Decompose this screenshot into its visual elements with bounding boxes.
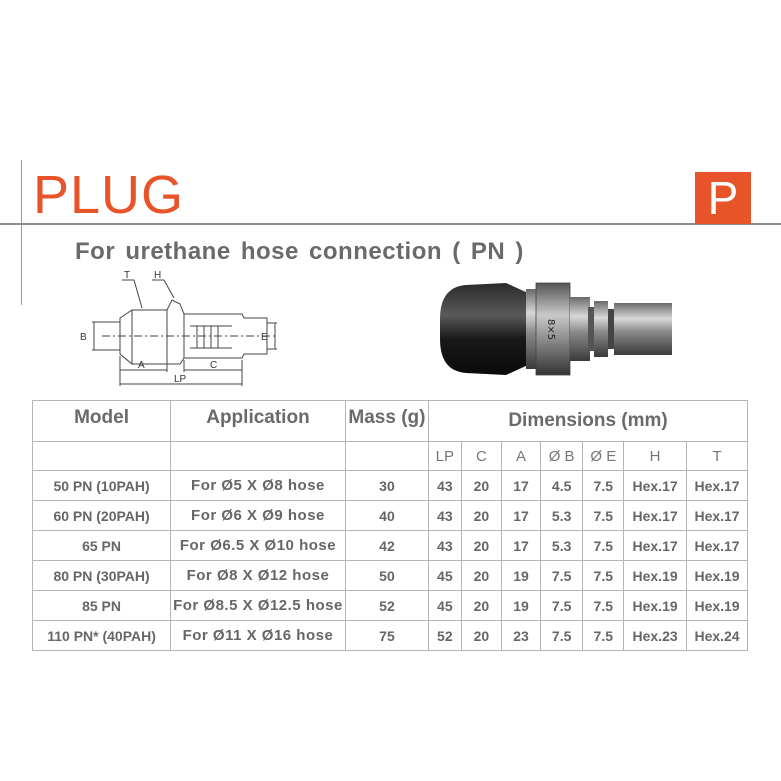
cell-h: Hex.19 (623, 560, 688, 591)
cell-a: 17 (501, 530, 541, 561)
cell-c: 20 (460, 470, 503, 501)
cell-mass: 75 (344, 620, 430, 651)
header-c: C (460, 441, 503, 471)
spec-table: Model Application Mass (g) Dimensions (m… (31, 400, 748, 651)
header-blank (170, 441, 346, 471)
header-e: Ø E (582, 441, 625, 471)
cell-t: Hex.17 (686, 470, 748, 501)
cell-h: Hex.17 (623, 500, 688, 531)
cell-lp: 45 (428, 560, 462, 591)
cell-application: For Ø11 X Ø16 hose (170, 620, 346, 651)
header-h: H (623, 441, 688, 471)
cell-mass: 50 (344, 560, 430, 591)
cell-lp: 43 (428, 470, 462, 501)
cell-application: For Ø6 X Ø9 hose (170, 500, 346, 531)
left-rule (21, 160, 22, 305)
cell-mass: 42 (344, 530, 430, 561)
cell-b: 7.5 (539, 620, 584, 651)
cell-b: 4.5 (539, 470, 584, 501)
cell-mass: 40 (344, 500, 430, 531)
cell-model: 50 PN (10PAH) (31, 470, 172, 501)
cell-t: Hex.24 (686, 620, 748, 651)
header-rule (0, 223, 781, 225)
cell-model: 60 PN (20PAH) (31, 500, 172, 531)
cell-b: 5.3 (539, 530, 584, 561)
cell-h: Hex.23 (623, 620, 688, 651)
cell-application: For Ø5 X Ø8 hose (170, 470, 346, 501)
cell-e: 7.5 (582, 590, 625, 621)
header-lp: LP (428, 441, 462, 471)
cell-application: For Ø8.5 X Ø12.5 hose (170, 590, 346, 621)
header-blank (31, 441, 172, 471)
cell-b: 7.5 (539, 560, 584, 591)
cell-lp: 43 (428, 530, 462, 561)
header-application: Application (170, 400, 346, 442)
header-b: Ø B (539, 441, 584, 471)
cell-model: 85 PN (31, 590, 172, 621)
label-a: A (138, 360, 145, 371)
plug-product-image: 8×5 (440, 282, 672, 376)
cell-lp: 43 (428, 500, 462, 531)
cell-b: 7.5 (539, 590, 584, 621)
cell-b: 5.3 (539, 500, 584, 531)
page-title: PLUG (33, 165, 185, 225)
cell-application: For Ø8 X Ø12 hose (170, 560, 346, 591)
engraving-text: 8×5 (545, 319, 556, 340)
cell-c: 20 (460, 590, 503, 621)
cell-e: 7.5 (582, 500, 625, 531)
cell-lp: 52 (428, 620, 462, 651)
cell-c: 20 (460, 500, 503, 531)
cell-model: 110 PN* (40PAH) (31, 620, 172, 651)
header-model: Model (31, 400, 172, 442)
label-h: H (154, 270, 161, 281)
cell-h: Hex.17 (623, 530, 688, 561)
cell-e: 7.5 (582, 560, 625, 591)
cell-t: Hex.19 (686, 560, 748, 591)
cell-lp: 45 (428, 590, 462, 621)
cell-mass: 52 (344, 590, 430, 621)
cell-t: Hex.17 (686, 530, 748, 561)
cell-a: 17 (501, 500, 541, 531)
cell-mass: 30 (344, 470, 430, 501)
cell-c: 20 (460, 620, 503, 651)
cell-e: 7.5 (582, 620, 625, 651)
header-dimensions: Dimensions (mm) (428, 400, 748, 442)
cell-model: 65 PN (31, 530, 172, 561)
cell-t: Hex.17 (686, 500, 748, 531)
cell-c: 20 (460, 560, 503, 591)
label-b: B (80, 332, 87, 343)
page-subtitle: For urethane hose connection ( PN ) (75, 238, 524, 265)
cell-a: 19 (501, 560, 541, 591)
cell-model: 80 PN (30PAH) (31, 560, 172, 591)
cell-h: Hex.19 (623, 590, 688, 621)
header-blank (344, 441, 430, 471)
label-lp: LP (174, 374, 187, 385)
header-t: T (686, 441, 748, 471)
label-t: T (124, 270, 130, 281)
cell-c: 20 (460, 530, 503, 561)
cell-a: 23 (501, 620, 541, 651)
cell-application: For Ø6.5 X Ø10 hose (170, 530, 346, 561)
cell-t: Hex.19 (686, 590, 748, 621)
cell-e: 7.5 (582, 470, 625, 501)
cell-a: 19 (501, 590, 541, 621)
header-a: A (501, 441, 541, 471)
cell-h: Hex.17 (623, 470, 688, 501)
label-e: E (261, 332, 268, 343)
cell-e: 7.5 (582, 530, 625, 561)
plug-dimension-drawing: T H B E A C LP (80, 270, 277, 386)
header-mass: Mass (g) (344, 400, 430, 442)
category-badge: P (695, 172, 751, 224)
cell-a: 17 (501, 470, 541, 501)
label-c: C (210, 360, 217, 371)
